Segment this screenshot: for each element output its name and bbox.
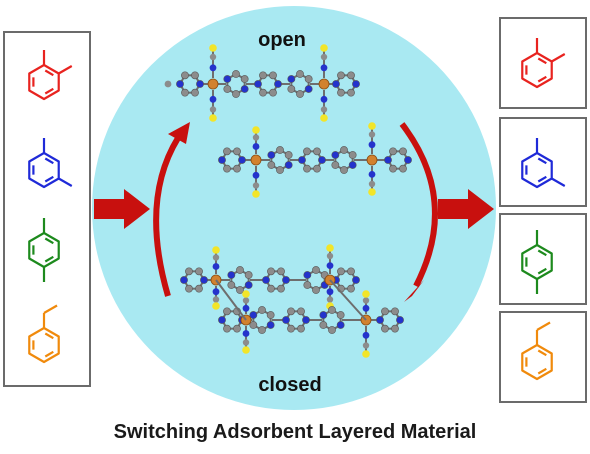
- p-xylene-icon: [521, 230, 553, 294]
- input-arrow: [94, 189, 150, 229]
- o-xylene-icon: [28, 50, 73, 101]
- closed-structure-model: [180, 244, 404, 358]
- output-box-p-xylene: [499, 213, 587, 305]
- caption: Switching Adsorbent Layered Material: [114, 421, 477, 443]
- output-arrow: [438, 189, 494, 229]
- p-xylene-icon: [28, 218, 60, 282]
- m-xylene-icon: [521, 138, 566, 189]
- closed-label: closed: [258, 374, 321, 396]
- switch-arrow-right: [399, 122, 438, 302]
- m-xylene-icon: [28, 138, 73, 189]
- open-label: open: [258, 29, 306, 51]
- ethylbenzene-icon: [521, 321, 553, 381]
- switch-arrow-left: [153, 122, 190, 297]
- intermediate-structure-model: [218, 122, 412, 198]
- ethylbenzene-icon: [28, 304, 60, 364]
- o-xylene-icon: [521, 38, 566, 89]
- input-molecule-panel: [3, 31, 91, 387]
- output-box-o-xylene: [499, 17, 587, 109]
- open-structure-model: [164, 44, 360, 122]
